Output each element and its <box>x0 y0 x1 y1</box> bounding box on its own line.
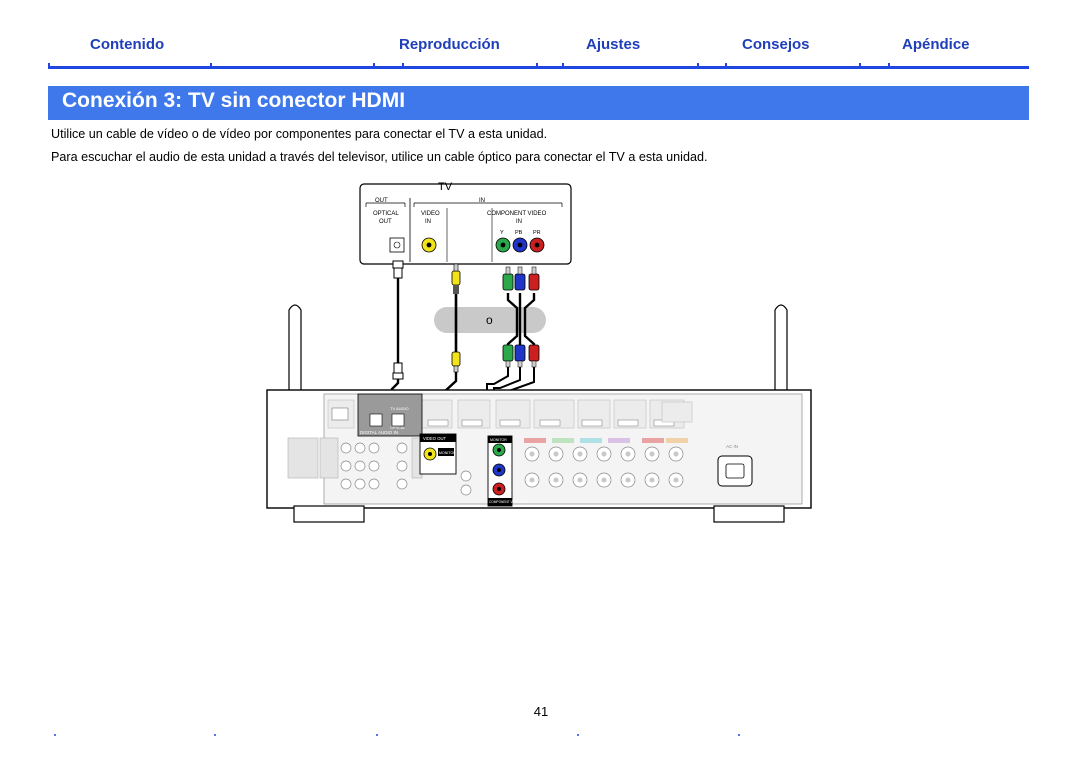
tv-component-label: COMPONENT VIDEO <box>487 211 547 217</box>
receiver-unit: DIGITAL AUDIO IN TV AUDIO OPTICAL VIDEO … <box>266 389 812 523</box>
tv-y-label: Y <box>500 230 504 236</box>
video-out-label: VIDEO OUT <box>423 436 446 441</box>
body-paragraph-2: Para escuchar el audio de esta unidad a … <box>51 150 708 164</box>
page-title: Conexión 3: TV sin conector HDMI <box>62 89 406 112</box>
tv-label: TV <box>438 181 453 193</box>
monitor-label: MONITOR <box>439 451 456 455</box>
digital-audio-label: DIGITAL AUDIO IN <box>360 430 398 435</box>
section-title-banner: Conexión 3: TV sin conector HDMI <box>48 86 1029 120</box>
monitor-label-2: MONITOR <box>490 438 507 442</box>
body-paragraph-1: Utilice un cable de vídeo o de vídeo por… <box>51 127 548 141</box>
nav-link-apendice[interactable]: Apéndice <box>902 36 970 53</box>
nav-underline <box>48 66 1029 69</box>
tv-out-label: OUT <box>375 198 388 204</box>
tv-optical-out-label: OUT <box>379 219 392 225</box>
footer-separator-dots <box>54 734 740 736</box>
tv-optical-label: OPTICAL <box>373 211 399 217</box>
tv-panel: TV OUT IN OPTICAL OUT VIDEO IN COMPONENT… <box>359 181 572 265</box>
top-navigation: Contenido Reproducción Ajustes Consejos … <box>48 36 1028 58</box>
optical-cable-plugs <box>392 260 404 380</box>
tv-video-in-label: IN <box>425 219 431 225</box>
connection-diagram: TV OUT IN OPTICAL OUT VIDEO IN COMPONENT… <box>266 181 812 523</box>
tv-in-label: IN <box>479 198 485 204</box>
nav-link-consejos[interactable]: Consejos <box>742 36 810 53</box>
nav-link-ajustes[interactable]: Ajustes <box>586 36 641 53</box>
or-label: o <box>486 313 493 327</box>
optical-small-label: OPTICAL <box>390 426 405 430</box>
tv-video-label: VIDEO <box>421 211 440 217</box>
power-label: AC IN <box>726 444 738 449</box>
nav-separator-ticks <box>48 63 890 66</box>
tv-audio-small-label: TV AUDIO <box>390 406 409 411</box>
component-out-label: COMPONENT VIDEO OUT <box>489 500 528 504</box>
page-number: 41 <box>533 704 549 719</box>
nav-link-contenido[interactable]: Contenido <box>90 36 165 53</box>
nav-link-reproduccion[interactable]: Reproducción <box>399 36 500 53</box>
tv-pr-label: PR <box>533 230 541 236</box>
tv-pb-label: PB <box>515 230 523 236</box>
or-divider: o <box>434 307 546 333</box>
tv-component-in-label: IN <box>516 219 522 225</box>
